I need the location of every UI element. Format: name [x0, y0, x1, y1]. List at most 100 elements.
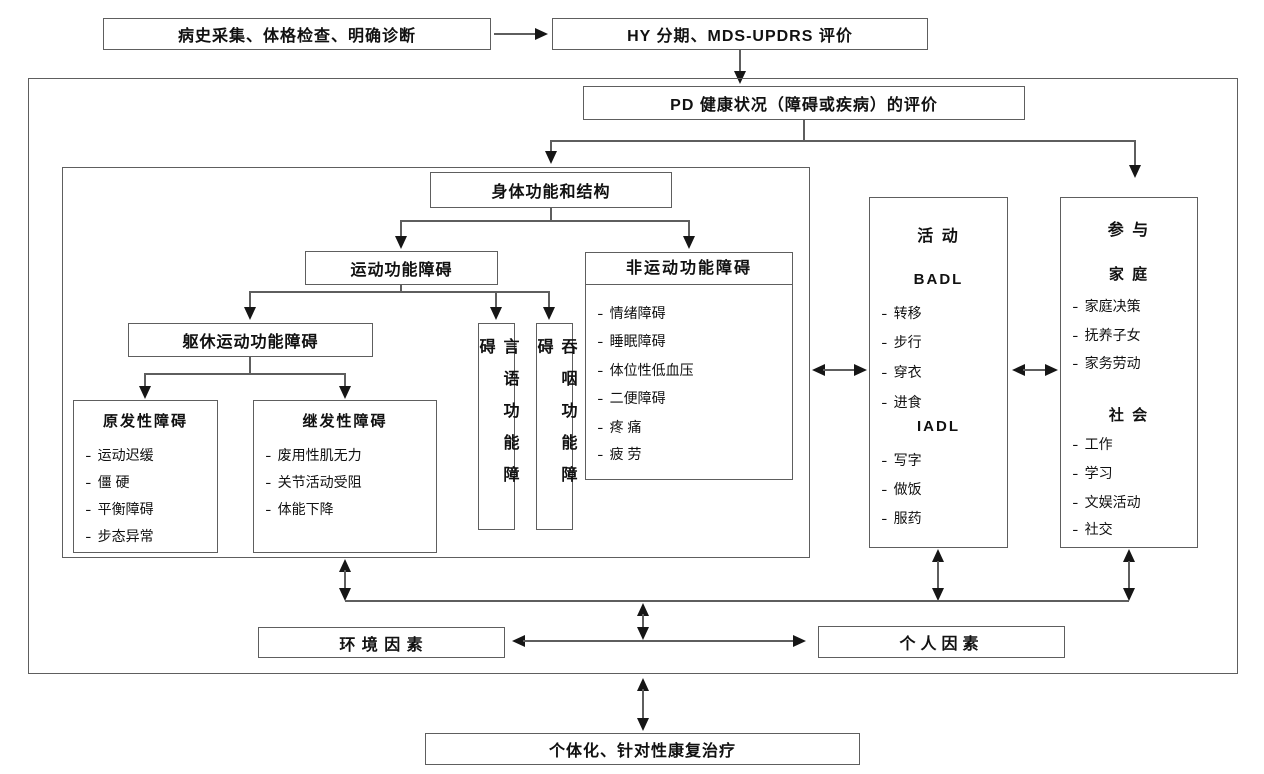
icf-outer-frame	[28, 78, 1238, 674]
connector-frame-to-bus	[344, 570, 346, 590]
arrowhead-up-icon	[339, 559, 351, 572]
list-item-text: 僵 硬	[97, 474, 130, 490]
node-trunk-motor-dysfunction-label: 躯休运动功能障碍	[182, 334, 319, 351]
node-participation: 参 与 家 庭 -家庭决策 -抚养子女 -家务劳动 社 会 -工作 -学习 -文…	[1060, 197, 1198, 548]
arrowhead-right-icon	[1045, 364, 1058, 376]
list-dash: -	[597, 305, 604, 321]
connector-branch-to-speech	[495, 291, 497, 308]
list-item-text: 文娱活动	[1084, 494, 1141, 510]
arrowhead-left-icon	[812, 364, 825, 376]
list-item-text: 转移	[893, 305, 922, 321]
list-dash: -	[597, 419, 604, 435]
list-item-text: 运动迟缓	[97, 447, 154, 463]
node-speech-dysfunction: 言语功能障碍	[477, 323, 518, 530]
connector-branch-to-nonmotor	[688, 220, 690, 237]
connector-environment-personal	[523, 640, 795, 642]
connector-branch-to-trunk	[249, 291, 251, 308]
list-dash: -	[265, 474, 272, 490]
list-item: -学习	[1061, 462, 1197, 484]
list-dash: -	[85, 501, 92, 517]
arrowhead-down-icon	[244, 307, 256, 320]
list-item-text: 步态异常	[97, 528, 154, 544]
connector-trunk-branch	[145, 373, 345, 375]
list-dash: -	[1072, 521, 1079, 537]
list-item-text: 体位性低血压	[609, 362, 694, 378]
list-item-text: 家庭决策	[1084, 298, 1141, 314]
participation-group-society-label: 社 会	[1108, 406, 1150, 424]
connector-trunk-stem	[249, 357, 251, 374]
arrowhead-right-icon	[854, 364, 867, 376]
list-item-text: 社交	[1084, 521, 1113, 537]
list-item: -服药	[870, 507, 1007, 529]
list-item: -废用性肌无力	[254, 444, 436, 466]
node-hy-mds-updrs-label: HY 分期、MDS-UPDRS 评价	[627, 28, 853, 45]
list-item-text: 步行	[893, 334, 922, 350]
connector-branch-to-motor	[400, 220, 402, 237]
arrowhead-up-icon	[1123, 549, 1135, 562]
arrowhead-down-icon	[932, 588, 944, 601]
list-item-text: 二便障碍	[609, 390, 666, 406]
node-pd-health-evaluation-label: PD 健康状况（障碍或疾病）的评价	[670, 97, 938, 114]
node-individualized-rehab: 个体化、针对性康复治疗	[425, 733, 860, 765]
list-item: -步态异常	[74, 525, 217, 547]
list-item: -二便障碍	[586, 387, 792, 409]
arrowhead-left-icon	[512, 635, 525, 647]
node-body-function-structure: 身体功能和结构	[430, 172, 672, 208]
node-environment-factors-label: 环 境 因 素	[339, 636, 424, 654]
list-item: -僵 硬	[74, 471, 217, 493]
list-item: -家庭决策	[1061, 295, 1197, 317]
node-personal-factors-label: 个人因素	[899, 636, 984, 653]
connector-pd-branch	[551, 140, 1136, 142]
arrowhead-down-icon	[637, 718, 649, 731]
list-item: -疲 劳	[586, 443, 792, 465]
node-primary-impairment: 原发性障碍 -运动迟缓 -僵 硬 -平衡障碍 -步态异常	[73, 400, 218, 553]
node-swallow-dysfunction: 吞咽功能障碍	[535, 323, 576, 530]
connector-branch-to-primary	[144, 373, 146, 387]
connector-activity-participation	[1023, 369, 1047, 371]
arrowhead-down-icon	[490, 307, 502, 320]
list-dash: -	[85, 447, 92, 463]
list-item: -进食	[870, 391, 1007, 413]
arrowhead-down-icon	[1123, 588, 1135, 601]
list-dash: -	[265, 501, 272, 517]
connector-motor-branch	[250, 291, 550, 293]
list-dash: -	[1072, 494, 1079, 510]
list-dash: -	[1072, 298, 1079, 314]
list-item: -平衡障碍	[74, 498, 217, 520]
arrowhead-down-icon	[139, 386, 151, 399]
list-item: -运动迟缓	[74, 444, 217, 466]
list-item-text: 废用性肌无力	[277, 447, 362, 463]
list-item: -体能下降	[254, 498, 436, 520]
node-body-function-structure-label: 身体功能和结构	[491, 184, 611, 201]
participation-group-family-label: 家 庭	[1108, 265, 1150, 283]
list-item-text: 工作	[1084, 436, 1113, 452]
list-dash: -	[881, 334, 888, 350]
list-item-text: 抚养子女	[1084, 327, 1141, 343]
list-item: -疼 痛	[586, 416, 792, 438]
list-item: -情绪障碍	[586, 302, 792, 324]
node-activity: 活 动 BADL -转移 -步行 -穿衣 -进食 IADL -写字 -做饭 -服…	[869, 197, 1008, 548]
list-item-text: 睡眠障碍	[609, 333, 666, 349]
list-dash: -	[597, 446, 604, 462]
list-item-text: 服药	[893, 510, 922, 526]
list-item-text: 做饭	[893, 481, 922, 497]
node-hy-mds-updrs: HY 分期、MDS-UPDRS 评价	[552, 18, 928, 50]
arrowhead-down-icon	[395, 236, 407, 249]
list-item: -写字	[870, 449, 1007, 471]
list-dash: -	[85, 474, 92, 490]
list-item: -工作	[1061, 433, 1197, 455]
connector-branch-to-body	[550, 140, 552, 152]
connector-branch-to-secondary	[344, 373, 346, 387]
node-motor-dysfunction-label: 运动功能障碍	[350, 262, 453, 279]
arrowhead-left-icon	[1012, 364, 1025, 376]
connector-factors-bus	[345, 600, 1129, 602]
list-item-text: 体能下降	[277, 501, 334, 517]
node-history-exam-diagnosis: 病史采集、体格检查、明确诊断	[103, 18, 491, 50]
list-item: -体位性低血压	[586, 359, 792, 381]
connector-activity-to-bus	[937, 561, 939, 589]
arrowhead-right-icon	[535, 28, 548, 40]
connector-frame-activity	[823, 369, 856, 371]
node-environment-factors: 环 境 因 素	[258, 627, 505, 658]
list-dash: -	[597, 333, 604, 349]
body-function-frame	[62, 167, 810, 558]
